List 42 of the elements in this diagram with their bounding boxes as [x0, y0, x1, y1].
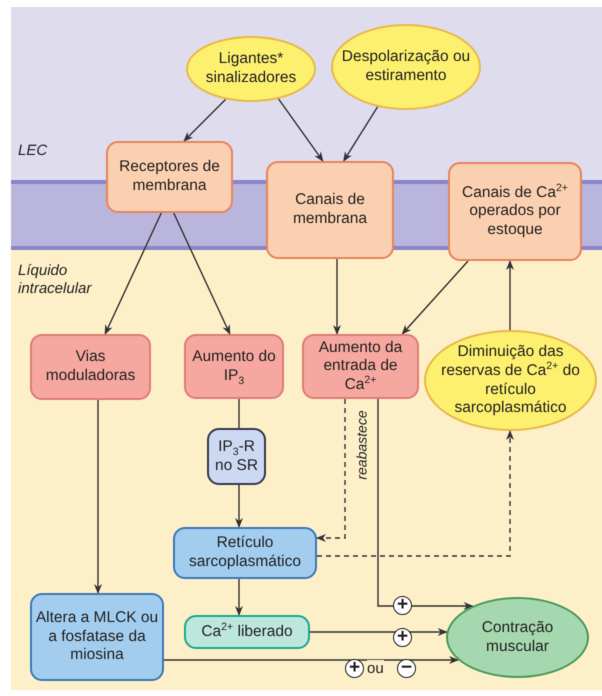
region-label: LEC	[18, 142, 48, 159]
process-box	[184, 334, 284, 399]
arrow	[402, 260, 469, 335]
node-label: Despolarização ou estiramento	[340, 48, 472, 86]
process-box	[106, 141, 233, 213]
arrow	[310, 628, 448, 636]
arrow	[343, 106, 378, 162]
process-box	[30, 593, 164, 681]
arrow	[94, 400, 102, 594]
node-label: Vias moduladoras	[44, 348, 136, 386]
node-label: Canais de membrana	[292, 191, 368, 229]
arrow	[317, 430, 514, 557]
arrow	[377, 399, 474, 610]
arrow	[164, 656, 460, 664]
arrow	[173, 212, 231, 335]
arrow	[316, 399, 346, 542]
process-box	[448, 162, 582, 261]
node-label: Altera a MLCK ou a fosfatase da miosina	[34, 609, 160, 665]
node-label: Ca$^{2+}$ liberado	[200, 622, 294, 642]
process-box	[266, 161, 394, 259]
node-label: Diminuição das reservas de Ca$^{2+}$ do retículo sarcoplasmático	[440, 343, 581, 418]
arrow	[278, 98, 324, 162]
arrow	[235, 485, 243, 528]
node-label: Retículo sarcoplasmático	[188, 534, 302, 572]
node-label: Contração muscular	[480, 618, 554, 656]
arrow	[333, 259, 341, 335]
node-label: Ligantes* sinalizadores	[204, 50, 298, 88]
region-label: Líquido intracelular	[18, 262, 93, 298]
node-label: Receptores de membrana	[118, 158, 221, 196]
process-box	[207, 428, 266, 485]
process-box	[302, 334, 419, 399]
arrow	[104, 212, 162, 335]
edge-label: reabastece	[354, 410, 370, 480]
node-label: Aumento do IP$_{3}$	[191, 348, 277, 386]
node-label: Aumento da entrada de Ca$^{2+}$	[318, 338, 404, 394]
process-box	[173, 527, 317, 579]
arrow	[235, 579, 243, 616]
node-label: IP$_{3}$-R no SR	[214, 438, 260, 476]
process-box	[184, 615, 310, 649]
process-box	[30, 334, 151, 400]
arrow	[506, 260, 514, 330]
node-label: Canais de Ca$^{2+}$ operados por estoque	[461, 184, 569, 240]
